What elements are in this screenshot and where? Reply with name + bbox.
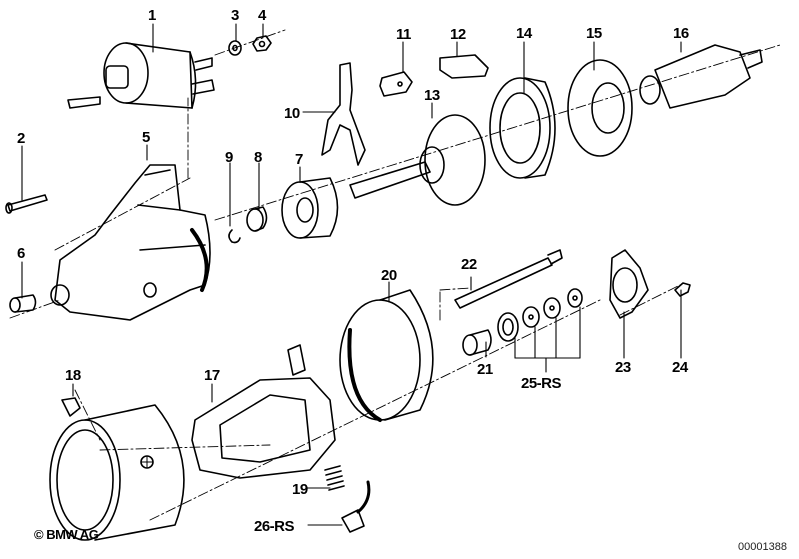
- label-24: 24: [672, 359, 688, 376]
- copyright-text: © BMW AG: [34, 527, 99, 542]
- label-15: 15: [586, 25, 602, 42]
- part-24-screw[interactable]: [674, 282, 691, 297]
- label-14: 14: [516, 25, 532, 42]
- part-2-bolt[interactable]: [5, 194, 48, 214]
- part-9-circlip[interactable]: [228, 229, 241, 244]
- label-7: 7: [295, 151, 303, 168]
- part-14-ring-gear[interactable]: [489, 77, 556, 179]
- commutator-end-cover[interactable]: [49, 404, 185, 541]
- part-22-through-bolt[interactable]: [454, 249, 563, 309]
- label-22: 22: [461, 256, 477, 273]
- part-6-bushing[interactable]: [9, 294, 37, 313]
- label-4: 4: [258, 7, 266, 24]
- label-18: 18: [65, 367, 81, 384]
- part-5-housing[interactable]: [50, 164, 211, 321]
- label-26-rs: 26-RS: [254, 518, 295, 535]
- reference-number: 00001388: [738, 541, 787, 553]
- label-8: 8: [254, 149, 262, 166]
- label-25-rs: 25-RS: [521, 375, 562, 392]
- label-12: 12: [450, 26, 466, 43]
- label-16: 16: [673, 25, 689, 42]
- axis-lines: [9, 29, 781, 521]
- label-9: 9: [225, 149, 233, 166]
- part-15-gear-cover[interactable]: [567, 59, 633, 157]
- part-21-bushing[interactable]: [462, 329, 492, 356]
- part-7-pinion-drive[interactable]: [281, 177, 339, 239]
- part-23-end-cap[interactable]: [609, 249, 649, 319]
- label-10: 10: [284, 105, 300, 122]
- part-10-lever[interactable]: [321, 62, 366, 166]
- part-19-spring[interactable]: [324, 465, 345, 491]
- part-13-carrier[interactable]: [349, 114, 486, 206]
- part-18-screw[interactable]: [61, 397, 81, 417]
- label-17: 17: [204, 367, 220, 384]
- part-1-solenoid[interactable]: [67, 42, 215, 109]
- label-19: 19: [292, 481, 308, 498]
- label-2: 2: [17, 130, 25, 147]
- part-11-bearing[interactable]: [379, 71, 413, 97]
- leader-lines: [21, 23, 682, 526]
- part-16-armature[interactable]: [639, 44, 763, 109]
- label-3: 3: [231, 7, 239, 24]
- label-20: 20: [381, 267, 397, 284]
- part-25-washers[interactable]: [497, 288, 583, 342]
- part-20-pole-housing[interactable]: [339, 289, 434, 422]
- part-3-washer[interactable]: [228, 40, 242, 56]
- label-6: 6: [17, 245, 25, 262]
- label-13: 13: [424, 87, 440, 104]
- part-4-nut[interactable]: [252, 35, 272, 52]
- part-17-brush-holder[interactable]: [191, 344, 336, 479]
- label-5: 5: [142, 129, 150, 146]
- part-12-rubber-block[interactable]: [439, 54, 489, 79]
- label-1: 1: [148, 7, 156, 24]
- part-8-stop-ring[interactable]: [246, 206, 268, 232]
- label-11: 11: [396, 26, 411, 43]
- part-26-brush[interactable]: [341, 480, 371, 533]
- label-21: 21: [477, 361, 493, 378]
- label-23: 23: [615, 359, 631, 376]
